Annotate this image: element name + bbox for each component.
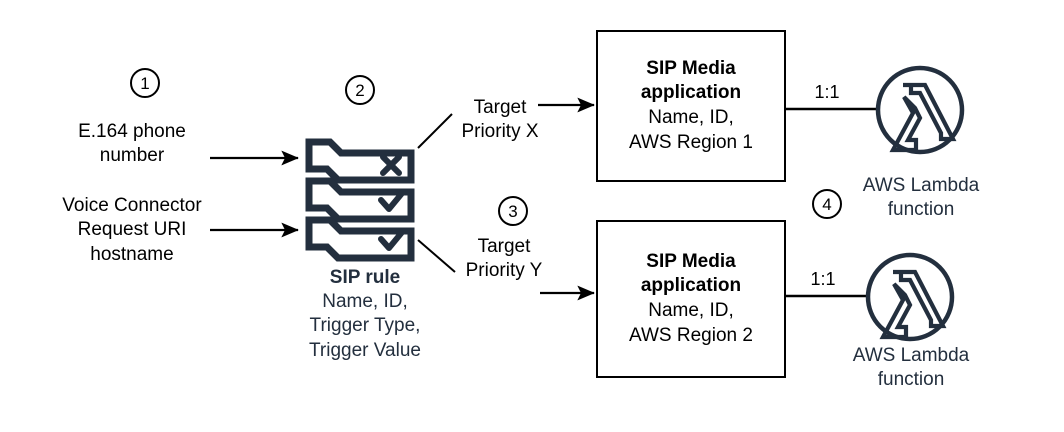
step-number-4: 4 [812, 189, 842, 219]
sma-2-detail-line-1: Name, ID, [648, 300, 734, 321]
sip-rule-caption-details: Name, ID, Trigger Type, Trigger Value [309, 291, 421, 361]
sip-media-application-box-1[interactable]: SIP Media application Name, ID, AWS Regi… [596, 30, 786, 182]
ratio-label-top: 1:1 [814, 82, 840, 102]
aws-lambda-icon-1 [875, 65, 965, 155]
lambda-1-caption-line-2: function [887, 199, 955, 220]
sma-2-title-line-2: application [640, 275, 742, 297]
sma-2-detail-line-2: AWS Region 2 [629, 324, 753, 346]
input-label-phone-number: E.164 phone number [78, 121, 186, 167]
step-number-2: 2 [345, 75, 375, 105]
input-label-request-uri-hostname: Voice Connector Request URI hostname [62, 195, 202, 265]
lambda-1-caption-line-1: AWS Lambda [862, 175, 980, 196]
sip-rule-mark-x [380, 154, 402, 176]
ratio-label-bottom: 1:1 [810, 269, 836, 289]
sma-1-title-line-2: application [640, 82, 742, 104]
sma-1-title-line-1: SIP Media [646, 57, 736, 79]
leader-line-target-x [417, 113, 453, 149]
step-number-1: 1 [130, 68, 160, 98]
sip-rule-caption-title: SIP rule [329, 267, 401, 288]
aws-lambda-icon-2 [865, 252, 955, 342]
sip-rule-mark-check-2 [378, 228, 406, 251]
target-priority-y-label: Target Priority Y [465, 236, 543, 282]
step-number-3: 3 [498, 196, 528, 226]
sip-media-application-box-2[interactable]: SIP Media application Name, ID, AWS Regi… [596, 220, 786, 378]
sip-rule-mark-check-1 [378, 189, 406, 212]
sma-1-detail-line-1: Name, ID, [648, 107, 734, 128]
lambda-2-caption-line-1: AWS Lambda [852, 345, 970, 366]
target-priority-x-label: Target Priority X [461, 97, 539, 143]
sma-2-title-line-1: SIP Media [646, 250, 736, 272]
sip-rule-icon [305, 138, 415, 262]
lambda-2-caption-line-2: function [877, 369, 945, 390]
sma-1-detail-line-2: AWS Region 1 [629, 131, 753, 153]
